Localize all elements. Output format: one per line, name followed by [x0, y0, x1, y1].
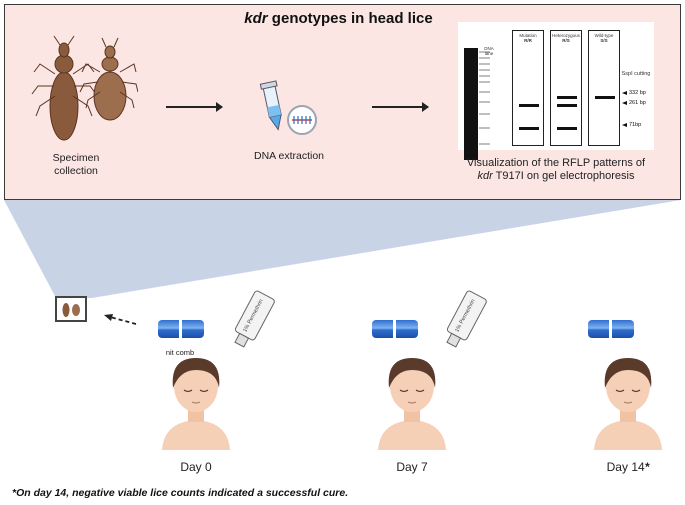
- nit-comb-icon-day14: [588, 320, 634, 338]
- marker-71: 71bp: [622, 122, 641, 128]
- enzyme-label: SspI cutting: [621, 71, 651, 77]
- band-71: [557, 127, 577, 130]
- ladder-label: DNA lane: [484, 46, 494, 56]
- panel-title: kdr genotypes in head lice: [244, 10, 433, 27]
- footnote: *On day 14, negative viable lice counts …: [12, 487, 349, 499]
- child-day0: [162, 358, 230, 450]
- process-arrow-2: [372, 102, 429, 112]
- band-261: [557, 104, 577, 107]
- dna-extraction-label: DNA extraction: [253, 150, 325, 162]
- permethrin-bottle-icon-day7: 1% Permethrin: [446, 290, 487, 348]
- lane-genotype: R/S: [562, 38, 570, 43]
- dna-ladder: [464, 48, 478, 160]
- process-arrow-1: [166, 102, 223, 112]
- louse-right: [79, 37, 138, 121]
- band-261: [519, 104, 539, 107]
- band-332: [595, 96, 615, 99]
- lane-genotype: S/S: [600, 38, 608, 43]
- nit-comb-label: nit comb: [165, 348, 195, 357]
- lane-name: Heterozygous: [552, 33, 580, 38]
- visualization-label: Visualization of the RFLP patterns of kd…: [466, 157, 646, 182]
- permethrin-bottle-icon-day0: 1% Permethrin: [234, 290, 275, 348]
- lice-thumbnail: [55, 296, 87, 322]
- day-14-label: Day 14*: [606, 460, 650, 474]
- lane-name: Mutation: [519, 33, 537, 38]
- louse-thumbnail-icon: [62, 303, 80, 317]
- dna-extraction-tube-icon: [259, 80, 317, 135]
- marker-332: 332 bp: [622, 90, 646, 96]
- louse-left: [31, 35, 97, 141]
- gel-electrophoresis: DNA lane Mutation R/R Heterozygous R/S W…: [458, 22, 654, 160]
- nit-comb-icon: [158, 320, 204, 338]
- lane-heterozygous: Heterozygous R/S: [550, 30, 582, 146]
- lane-mutation: Mutation R/R: [512, 30, 544, 146]
- lane-name: Wild-type: [594, 33, 614, 38]
- band-71: [519, 127, 539, 130]
- day-0-label: Day 0: [180, 460, 212, 474]
- ladder-ticks: [479, 51, 490, 145]
- band-332: [557, 96, 577, 99]
- day-7-label: Day 7: [396, 460, 428, 474]
- child-day14: [594, 358, 662, 450]
- marker-261: 261 bp: [622, 100, 646, 106]
- head-lice-specimens: [31, 35, 138, 141]
- child-day7: [378, 358, 446, 450]
- lane-wild-type: Wild-type S/S: [588, 30, 620, 146]
- nit-comb-icon-day7: [372, 320, 418, 338]
- dashed-arrow-to-thumbnail: [104, 314, 137, 325]
- lane-genotype: R/R: [524, 38, 532, 43]
